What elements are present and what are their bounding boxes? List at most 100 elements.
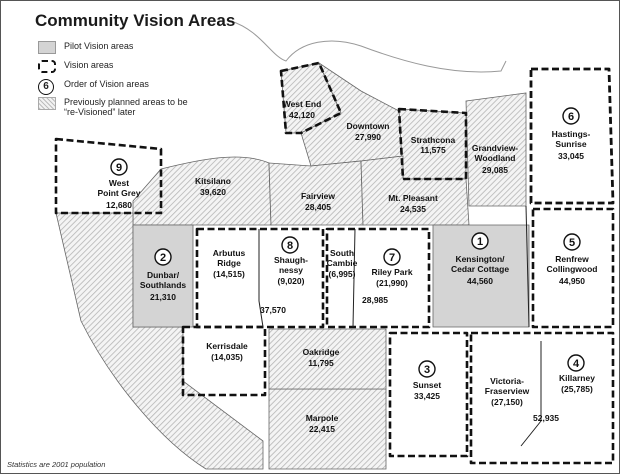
label-kitsilano: Kitsilano 39,620 <box>195 176 231 197</box>
order-circle-8 <box>281 236 299 254</box>
svg-text:33,425: 33,425 <box>414 391 440 401</box>
area-university-endowment <box>55 212 264 470</box>
label-strathcona: Strathcona 11,575 <box>411 135 456 155</box>
svg-text:Dunbar/: Dunbar/ <box>147 270 180 280</box>
legend-vision: Vision areas <box>38 60 113 73</box>
label-oakridge: Oakridge 11,795 <box>303 347 340 368</box>
order-circle-6 <box>562 107 580 125</box>
outline-arbutus-shaughnessy <box>195 227 325 329</box>
svg-text:Sunset: Sunset <box>413 380 442 390</box>
svg-text:Point Grey: Point Grey <box>98 188 141 198</box>
label-south-cambie: South Cambie (6,995) <box>327 248 358 279</box>
label-victoria: Victoria- Fraserview (27,150) <box>485 376 530 407</box>
outline-renfrew <box>531 207 615 329</box>
line-victoria-killarney <box>520 341 542 447</box>
svg-text:Ridge: Ridge <box>217 258 241 268</box>
order-swatch: 6 <box>38 79 54 95</box>
label-arbutus: Arbutus Ridge (14,515) <box>213 248 246 279</box>
label-renfrew: 5 Renfrew Collingwood 44,950 <box>547 233 598 286</box>
label-sunset: 3 Sunset 33,425 <box>413 360 442 401</box>
svg-text:Marpole: Marpole <box>306 413 339 423</box>
line-arbutus-shaughnessy <box>258 229 264 328</box>
svg-text:42,120: 42,120 <box>289 110 315 120</box>
svg-text:Cedar Cottage: Cedar Cottage <box>451 264 509 274</box>
svg-text:Strathcona: Strathcona <box>411 135 456 145</box>
outline-hastings <box>529 67 615 205</box>
svg-text:Oakridge: Oakridge <box>303 347 340 357</box>
outline-strathcona <box>397 107 468 181</box>
svg-text:Shaugh-: Shaugh- <box>274 255 308 265</box>
outline-riley-cambie <box>325 227 431 329</box>
svg-text:44,560: 44,560 <box>467 276 493 286</box>
legend-previous: Previously planned areas to be “re-Visio… <box>38 97 188 117</box>
svg-text:(14,515): (14,515) <box>213 269 245 279</box>
svg-text:Kensington/: Kensington/ <box>455 254 505 264</box>
legend-previous-line1: Previously planned areas to be <box>64 97 188 107</box>
area-kitsilano <box>132 156 272 226</box>
svg-text:Cambie: Cambie <box>327 258 358 268</box>
svg-text:22,415: 22,415 <box>309 424 335 434</box>
label-kensington: 1 Kensington/ Cedar Cottage 44,560 <box>451 232 509 286</box>
order-circle-7 <box>383 248 401 266</box>
svg-text:(14,035): (14,035) <box>211 352 243 362</box>
svg-text:Kerrisdale: Kerrisdale <box>206 341 248 351</box>
footnote: Statistics are 2001 population <box>7 460 106 469</box>
area-mt-pleasant <box>360 155 470 226</box>
order-circle-2 <box>154 248 172 266</box>
legend-pilot-label: Pilot Vision areas <box>64 41 134 51</box>
map-title: Community Vision Areas <box>35 11 236 30</box>
svg-text:nessy: nessy <box>279 265 303 275</box>
label-arbutus-shaughnessy-total: 37,570 <box>260 305 286 315</box>
label-mt-pleasant: Mt. Pleasant 24,535 <box>388 193 438 214</box>
street-line-1 <box>525 205 530 328</box>
svg-text:Renfrew: Renfrew <box>555 254 589 264</box>
svg-text:West End: West End <box>283 99 322 109</box>
svg-text:9: 9 <box>116 162 122 174</box>
legend-vision-label: Vision areas <box>64 60 114 70</box>
label-west-point-grey: 9 West Point Grey 12,680 <box>98 158 141 210</box>
label-kerrisdale: Kerrisdale (14,035) <box>206 341 248 362</box>
label-fairview: Fairview 28,405 <box>301 191 335 212</box>
label-west-end: West End 42,120 <box>283 99 322 120</box>
svg-text:Southlands: Southlands <box>140 280 187 290</box>
svg-text:8: 8 <box>287 240 293 252</box>
outline-victoria-killarney <box>469 331 615 465</box>
svg-text:39,620: 39,620 <box>200 187 226 197</box>
svg-text:(25,785): (25,785) <box>561 384 593 394</box>
label-victoria-killarney-total: 52,935 <box>533 413 559 423</box>
svg-text:(21,990): (21,990) <box>376 278 408 288</box>
svg-text:Woodland: Woodland <box>475 153 516 163</box>
svg-text:Mt. Pleasant: Mt. Pleasant <box>388 193 438 203</box>
svg-text:Fraserview: Fraserview <box>485 386 530 396</box>
legend-order: 6 Order of Vision areas <box>38 79 149 95</box>
outline-west-end <box>279 61 343 135</box>
svg-text:South: South <box>330 248 354 258</box>
svg-text:7: 7 <box>389 252 395 264</box>
svg-text:West: West <box>109 178 129 188</box>
legend-previous-line2: “re-Visioned” later <box>64 107 136 117</box>
order-circle-3 <box>418 360 436 378</box>
label-riley-park: 7 Riley Park (21,990) <box>371 248 413 288</box>
svg-text:Sunrise: Sunrise <box>555 139 586 149</box>
svg-text:6: 6 <box>568 111 574 123</box>
svg-text:2: 2 <box>160 252 166 264</box>
order-circle-5 <box>563 233 581 251</box>
svg-text:44,950: 44,950 <box>559 276 585 286</box>
vision-swatch <box>38 60 56 73</box>
svg-text:11,795: 11,795 <box>308 358 334 368</box>
svg-text:(27,150): (27,150) <box>491 397 523 407</box>
label-downtown: Downtown 27,990 <box>347 121 390 142</box>
order-circle-4 <box>567 354 585 372</box>
svg-text:21,310: 21,310 <box>150 292 176 302</box>
svg-text:Grandview-: Grandview- <box>472 143 518 153</box>
svg-text:4: 4 <box>573 358 580 370</box>
order-circle-1 <box>471 232 489 250</box>
svg-text:33,045: 33,045 <box>558 151 584 161</box>
area-dunbar <box>132 224 194 328</box>
svg-text:Downtown: Downtown <box>347 121 390 131</box>
svg-text:Victoria-: Victoria- <box>490 376 524 386</box>
svg-text:24,535: 24,535 <box>400 204 426 214</box>
svg-text:(6,995): (6,995) <box>329 269 356 279</box>
label-marpole: Marpole 22,415 <box>306 413 339 434</box>
